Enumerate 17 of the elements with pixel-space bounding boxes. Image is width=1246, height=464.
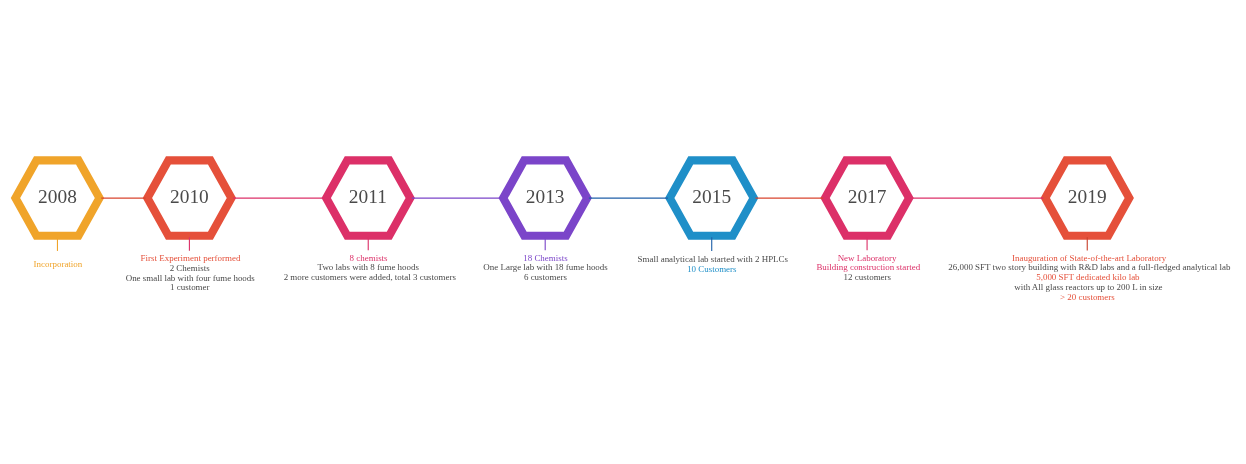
node-text: 8 chemists Two labs with 8 fume hoods 2 more customers were added, total 3 customers [283,252,456,283]
connector [188,236,190,252]
connector [232,197,325,199]
node-text: Inauguration of State-of-the-art Laboratory 26,000 SFT two story building with R&D labs and a full-fledged analytical lab 5,000 SFT dedicated kilo lab with All glass reactors up to 200 L in size > 20 customers [948,252,1231,302]
connector [56,236,59,252]
node-text: New Laboratory Building construction started 12 customers [816,252,921,283]
node-text: First Experiment performed 2 Chemists One small lab with four fume hoods 1 customer [125,253,255,293]
node-text: Incorporation [33,258,83,269]
connector [910,197,1044,199]
connector [866,236,868,251]
connector [411,197,502,199]
connector [588,197,669,199]
node-text: 18 Chemists One Large lab with 18 fume hoods 6 customers [483,252,608,283]
connector [754,197,824,199]
connector [711,236,713,252]
node-text: Small analytical lab started with 2 HPLCs 10 Customers [637,253,789,274]
connector [100,197,147,199]
